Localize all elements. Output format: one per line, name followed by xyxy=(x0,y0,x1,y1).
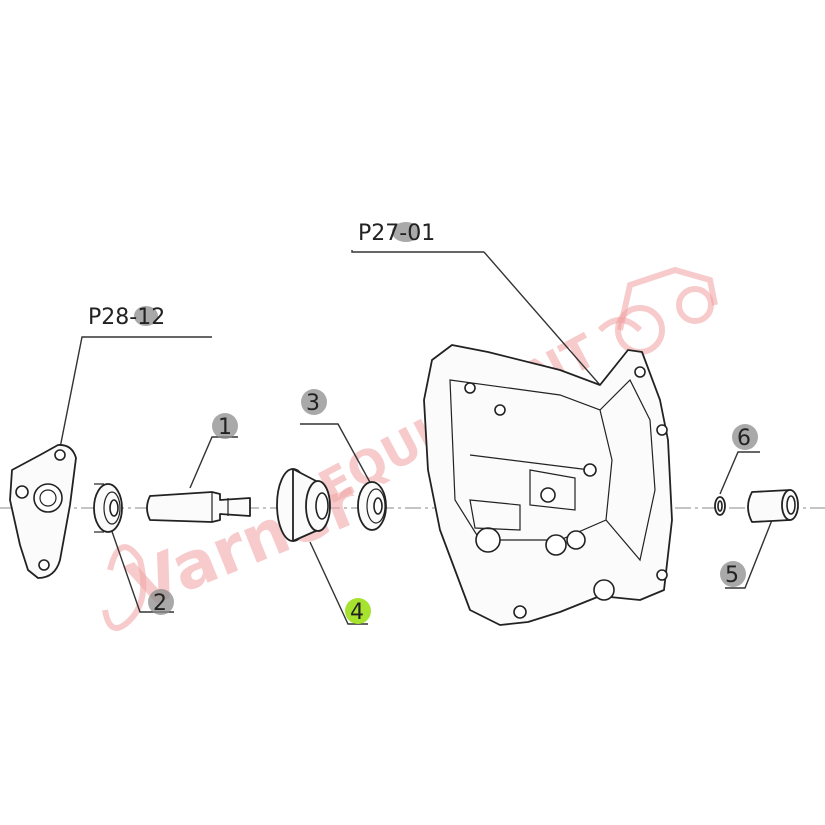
label-badge xyxy=(134,306,158,326)
label-badge xyxy=(301,389,327,415)
label-badge xyxy=(212,413,238,439)
bushing-part-5 xyxy=(747,489,799,523)
label-badge xyxy=(392,222,420,242)
gear-part-4 xyxy=(276,468,331,542)
transmission-housing-part xyxy=(423,344,673,626)
callout-5: 5 xyxy=(725,563,739,588)
label-badge xyxy=(732,424,758,450)
shaft-part-1 xyxy=(146,491,251,523)
callout-2: 2 xyxy=(153,591,167,616)
label-badge-highlight xyxy=(345,598,371,624)
leader-lines xyxy=(57,250,773,625)
part-label-p27-01: P27-01 xyxy=(358,221,435,246)
bearing-part-2 xyxy=(93,483,123,533)
tractor-watermark-icon xyxy=(597,266,718,355)
label-badge xyxy=(148,589,174,615)
o-ring-part-6 xyxy=(714,496,726,516)
flange-cover-part xyxy=(9,444,77,579)
part-label-p28-12: P28-12 xyxy=(88,305,165,330)
label-badge xyxy=(720,561,746,587)
callout-4: 4 xyxy=(350,600,364,625)
callout-3: 3 xyxy=(306,391,320,416)
callout-1: 1 xyxy=(218,415,232,440)
callout-6: 6 xyxy=(737,426,751,451)
bearing-part-3 xyxy=(357,481,387,531)
